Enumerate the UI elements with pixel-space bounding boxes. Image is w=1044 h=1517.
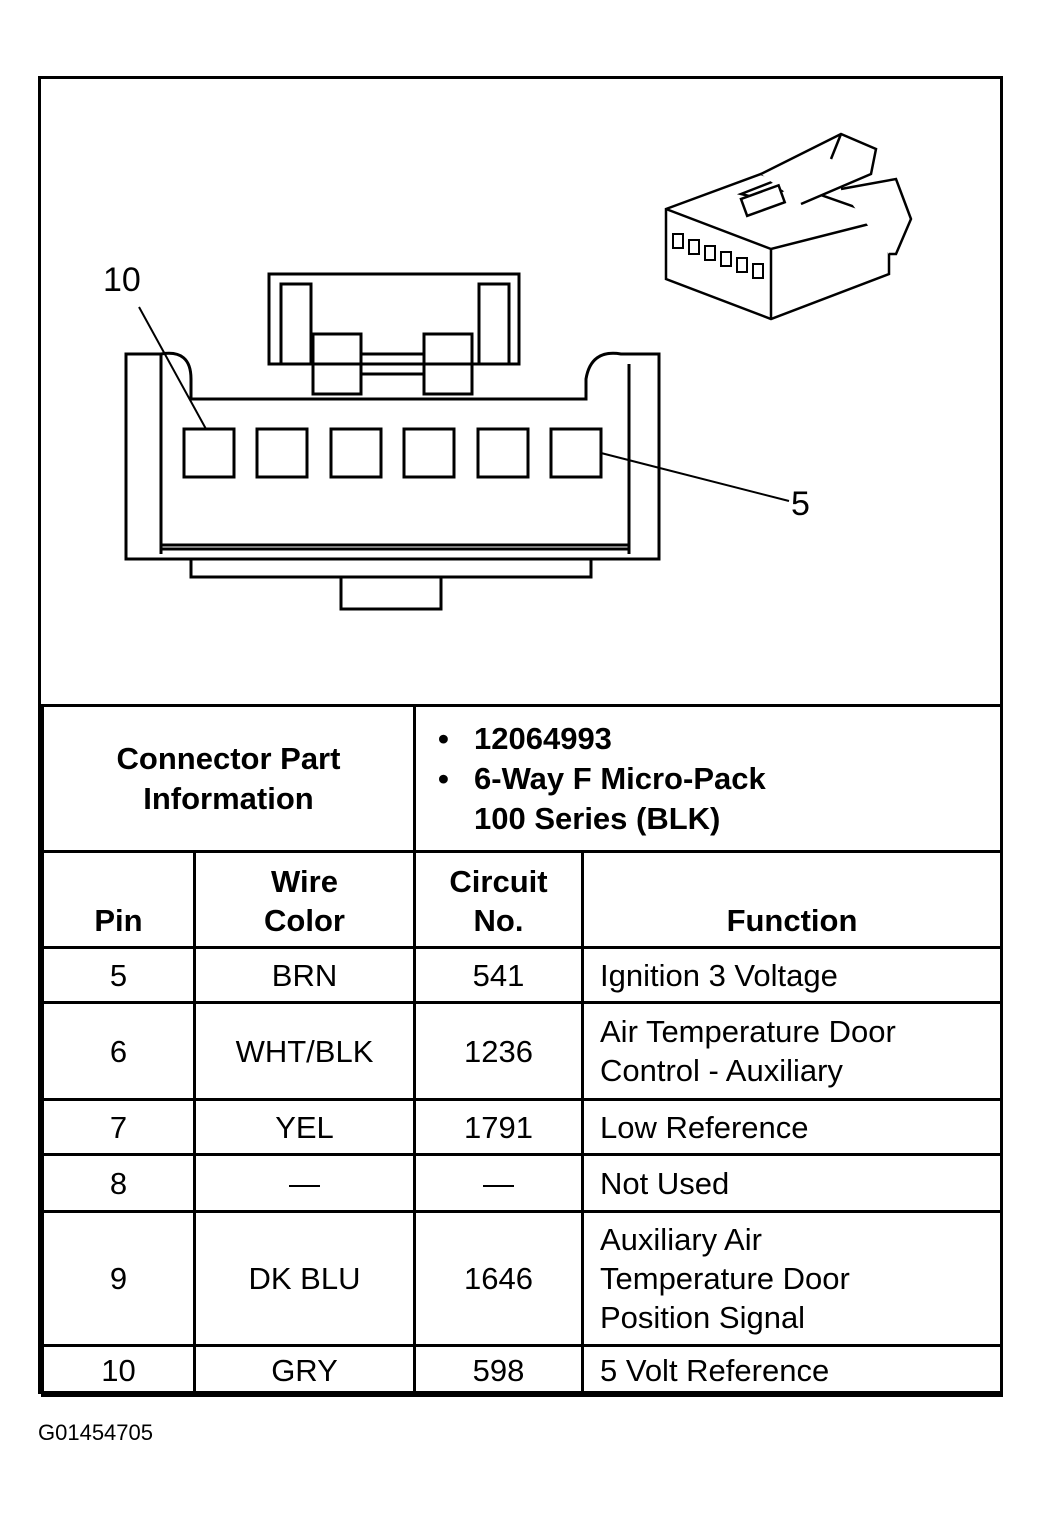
- wire-color-cell: BRN: [193, 946, 416, 1004]
- circuit-cell: 1646: [413, 1210, 584, 1347]
- connector-body: [124, 351, 661, 561]
- pinout-table: Connector Part Information 12064993 6-Wa…: [41, 704, 1003, 1397]
- pin-cell: 7: [41, 1098, 196, 1156]
- figure-code: G01454705: [38, 1420, 153, 1445]
- table-row: 7 YEL 1791 Low Reference: [41, 1098, 1003, 1156]
- pin-cell: 5: [41, 946, 196, 1004]
- pin-5-callout: 5: [791, 485, 810, 523]
- function-cell: Auxiliary Air Temperature Door Position …: [581, 1210, 1003, 1347]
- pin-10-callout: 10: [103, 261, 141, 299]
- part-number: 12064993: [438, 719, 1000, 759]
- circuit-cell: —: [413, 1153, 584, 1213]
- circuit-cell: 541: [413, 946, 584, 1004]
- wire-color-cell: GRY: [193, 1344, 416, 1397]
- wire-color-cell: DK BLU: [193, 1210, 416, 1347]
- connector-frame: 10 5 Connector Part Information 12064993…: [38, 76, 1003, 1397]
- table-row: 9 DK BLU 1646 Auxiliary Air Temperature …: [41, 1210, 1003, 1347]
- wire-color-cell: —: [193, 1153, 416, 1213]
- table-row: 6 WHT/BLK 1236 Air Temperature Door Cont…: [41, 1001, 1003, 1101]
- circuit-cell: 1236: [413, 1001, 584, 1101]
- pin-cell: 9: [41, 1210, 196, 1347]
- connector-info-label: Connector Part Information: [41, 704, 416, 853]
- header-function: Function: [581, 850, 1003, 949]
- pin-cell: 8: [41, 1153, 196, 1213]
- wire-color-cell: WHT/BLK: [193, 1001, 416, 1101]
- connector-series: 100 Series (BLK): [474, 800, 721, 836]
- pin-cell: 10: [41, 1344, 196, 1397]
- table-row: 5 BRN 541 Ignition 3 Voltage: [41, 946, 1003, 1004]
- function-cell: Low Reference: [581, 1098, 1003, 1156]
- connector-info-row: Connector Part Information 12064993 6-Wa…: [41, 704, 1003, 853]
- connector-perspective-icon: [664, 132, 913, 321]
- circuit-cell: 598: [413, 1344, 584, 1397]
- function-cell: 5 Volt Reference: [581, 1344, 1003, 1397]
- latch-outer: [267, 272, 521, 366]
- connector-info-list: 12064993 6-Way F Micro-Pack 100 Series (…: [413, 704, 1003, 853]
- header-pin: Pin: [41, 850, 196, 949]
- wire-color-cell: YEL: [193, 1098, 416, 1156]
- connector-face-diagram: [124, 132, 913, 611]
- connector-type: 6-Way F Micro-Pack: [438, 759, 1000, 799]
- circuit-cell: 1791: [413, 1098, 584, 1156]
- function-cell: Air Temperature Door Control - Auxiliary: [581, 1001, 1003, 1101]
- table-row: 8 — — Not Used: [41, 1153, 1003, 1213]
- function-cell: Ignition 3 Voltage: [581, 946, 1003, 1004]
- function-cell: Not Used: [581, 1153, 1003, 1213]
- pin-cell: 6: [41, 1001, 196, 1101]
- table-row: 10 GRY 598 5 Volt Reference: [41, 1344, 1003, 1397]
